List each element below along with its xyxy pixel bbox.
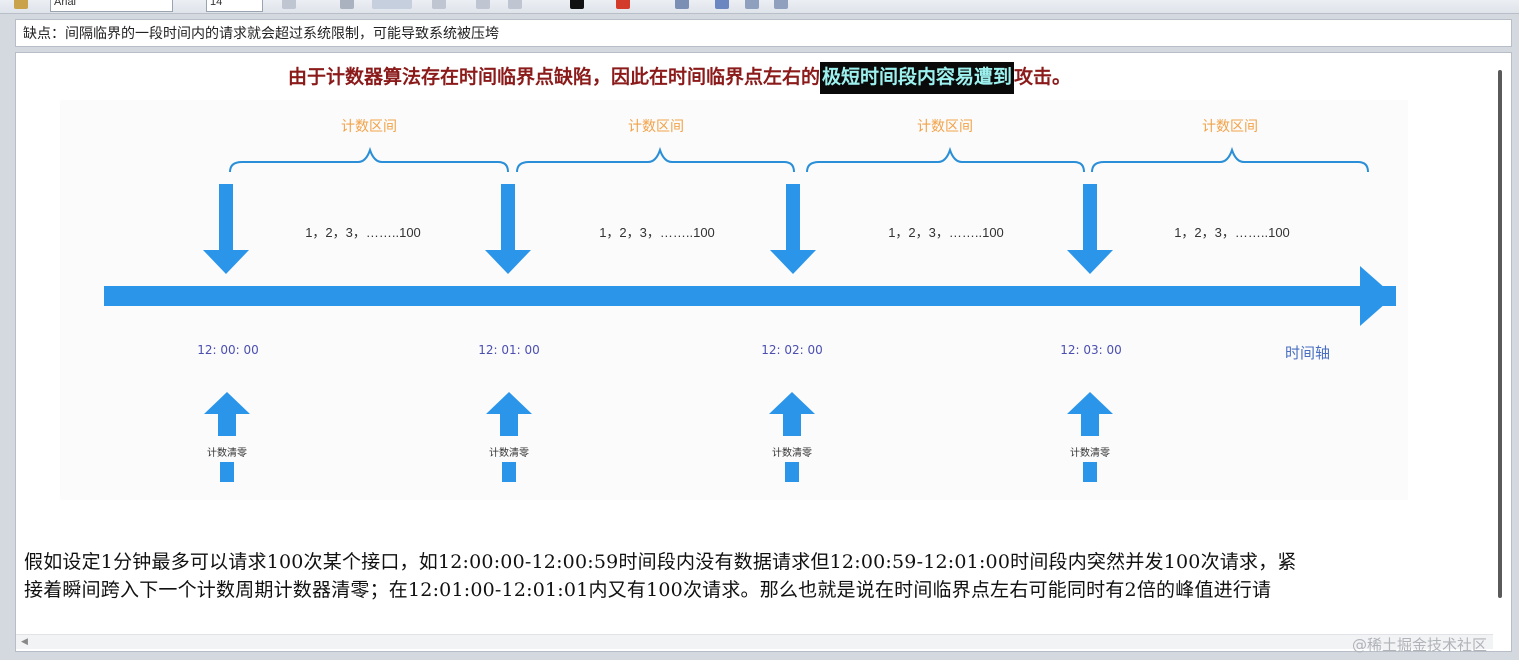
down-arrow-icon [203,184,249,274]
underline-button[interactable] [340,0,354,9]
counter-reset-label: 计数清零 [207,448,247,459]
font-name-select[interactable]: Arial [50,0,173,12]
down-arrow-icon [485,184,531,274]
bold-button[interactable] [282,0,296,9]
time-axis-label: 时间轴 [1285,344,1331,362]
counter-reset-label: 计数清零 [772,448,812,459]
counter-reset-label: 计数清零 [489,448,529,459]
body-paragraph: 假如设定1分钟最多可以请求100次某个接口，如12:00:00-12:00:59… [24,548,1484,604]
down-arrows [203,184,1113,274]
interval-label: 计数区间 [628,119,684,135]
image-icon[interactable] [745,0,759,9]
request-sequence-label: 1，2，3，……..100 [888,225,1004,240]
time-label: 12: 03: 00 [1060,343,1122,357]
paragraph-line-2: 接着瞬间跨入下一个计数周期计数器清零；在12:01:00-12:01:01内又有… [24,579,1272,601]
attachment-icon[interactable] [774,0,788,9]
horizontal-scrollbar[interactable]: ◀ [16,634,1493,649]
up-arrow-icon [204,392,250,436]
text-color-icon[interactable] [570,0,584,9]
interval-label: 计数区间 [341,119,397,135]
headline-selection: 极短时间段内容易遭到 [820,62,1015,94]
watermark: @稀土掘金技术社区 [1352,636,1488,654]
timeline-arrowhead [1360,266,1394,326]
interval-brace-3 [806,146,1085,173]
font-size-select[interactable]: 14 [206,0,263,12]
indent-button[interactable] [476,0,490,9]
table-icon[interactable] [675,0,689,9]
interval-label: 计数区间 [917,119,973,135]
up-arrow-icon [486,392,532,436]
request-sequence-label: 1，2，3，……..100 [599,225,715,240]
request-sequence-label: 1，2，3，……..100 [1174,225,1290,240]
vertical-scroll-thumb[interactable] [1498,70,1502,598]
interval-brace-1 [229,146,509,173]
headline: 由于计数器算法存在时间临界点缺陷，因此在时间临界点左右的极短时间段内容易遭到攻击… [288,62,1071,96]
time-label: 12: 01: 00 [478,343,540,357]
headline-after: 攻击。 [1014,66,1072,88]
vertical-scrollbar[interactable] [1493,56,1507,636]
down-arrow-icon [770,184,816,274]
down-arrow-icon [1067,184,1113,274]
timeline-bar [104,286,1396,306]
outdent-button[interactable] [508,0,522,9]
counter-algorithm-diagram: 计数区间 计数区间 计数区间 计数区间 1，2，3，……..100 1，2，3，… [60,100,1408,500]
interval-label: 计数区间 [1202,119,1258,135]
brush-icon[interactable] [14,0,28,9]
request-sequence-label: 1，2，3，……..100 [305,225,421,240]
counter-reset-label: 计数清零 [1070,448,1110,459]
time-label: 12: 00: 00 [197,343,259,357]
up-arrow-icon [769,392,815,436]
interval-brace-2 [516,146,795,173]
up-arrows [204,392,1113,482]
time-label: 12: 02: 00 [761,343,823,357]
note-line[interactable]: 缺点：间隔临界的一段时间内的请求就会超过系统限制，可能导致系统被压垮 [15,19,1512,47]
interval-brace-4 [1091,146,1369,173]
diagram-graphics [60,100,1408,500]
highlight-color-icon[interactable] [616,0,630,9]
formatting-toolbar: Arial 14 [0,0,1519,14]
up-arrow-icon [1067,392,1113,436]
scroll-left-icon[interactable]: ◀ [21,637,28,647]
paragraph-line-1: 假如设定1分钟最多可以请求100次某个接口，如12:00:00-12:00:59… [24,551,1297,573]
link-icon[interactable] [715,0,729,9]
align-button[interactable] [372,0,412,9]
list-button[interactable] [432,0,446,9]
headline-before: 由于计数器算法存在时间临界点缺陷，因此在时间临界点左右的 [288,66,821,88]
